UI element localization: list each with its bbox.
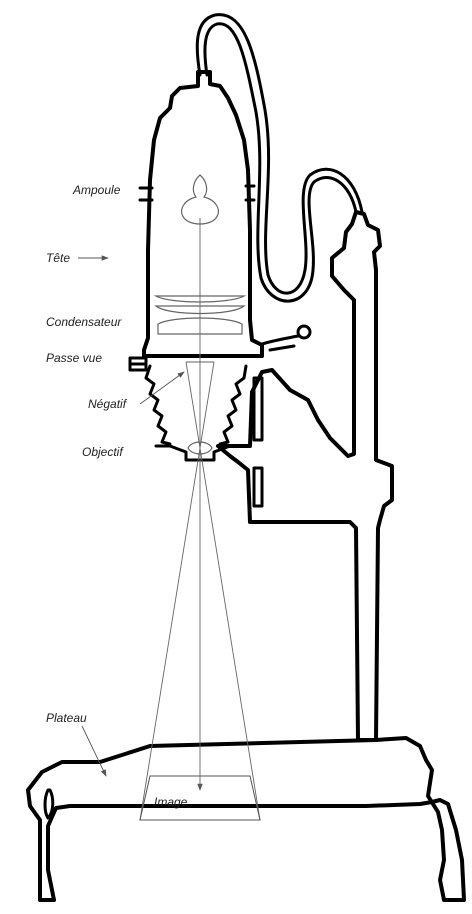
lamp-head [138,70,264,358]
condenser-lenses [153,295,247,335]
column-frame [216,210,394,742]
label-objectif: Objectif [82,445,124,459]
bellows [144,364,248,446]
label-negatif: Négatif [88,397,128,411]
label-passe-vue: Passe vue [46,351,102,365]
label-plateau: Plateau [46,711,87,725]
bulb [181,174,219,225]
negative-carrier [128,356,148,372]
label-tete: Tête [46,251,70,265]
label-ampoule: Ampoule [72,183,121,197]
light-path [139,218,261,821]
side-slots [252,376,264,508]
image-frame [139,775,261,821]
baseboard [26,736,466,902]
label-condensateur: Condensateur [46,315,122,329]
label-image: Image [154,795,188,809]
power-cable [195,13,364,303]
label-pointers [78,255,185,777]
